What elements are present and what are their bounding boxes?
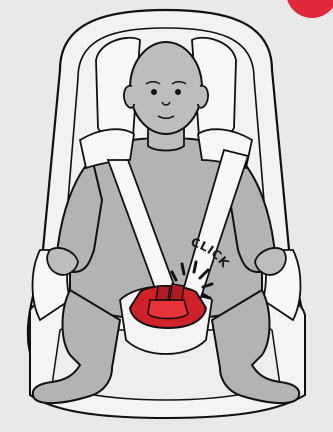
buckle-tongue-right — [170, 284, 184, 300]
child-eye-left — [151, 89, 157, 95]
corner-badge — [286, 0, 333, 18]
buckle-button — [148, 300, 188, 319]
child-head — [130, 42, 202, 134]
buckle-tongue-left — [156, 286, 170, 300]
child-eye-right — [175, 89, 181, 95]
